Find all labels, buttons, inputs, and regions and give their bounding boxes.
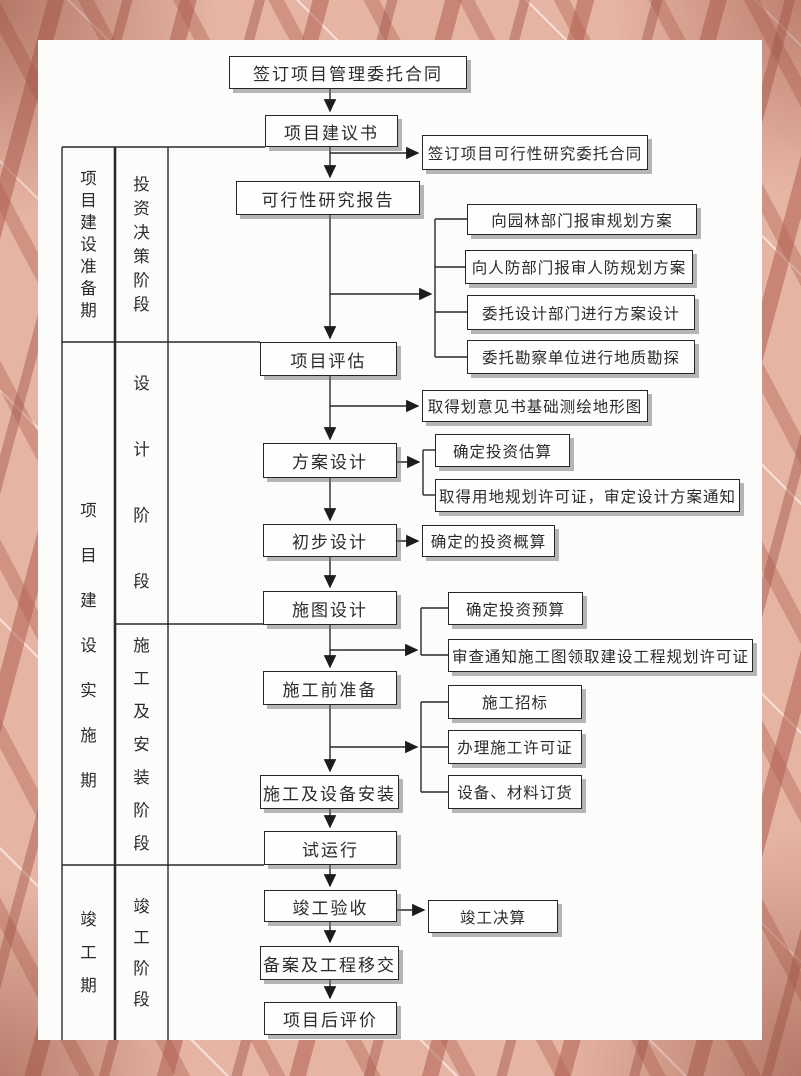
main-step-box: 项目建议书: [265, 115, 398, 147]
stage-label: 投资决策阶段: [115, 147, 168, 342]
main-step-box: 备案及工程移交: [260, 946, 399, 980]
stage-label: 竣工阶段: [115, 865, 168, 1040]
main-step-box: 项目评估: [260, 342, 397, 376]
side-output-box: 确定投资估算: [435, 434, 570, 467]
side-output-box: 向园林部门报审规划方案: [467, 204, 697, 235]
stage-label-text: 设计阶段: [133, 374, 150, 591]
side-output-box: 设备、材料订货: [448, 775, 582, 809]
period-label-text: 项目建设实施期: [80, 501, 97, 790]
stage-label-text: 施工及安装阶段: [133, 636, 150, 853]
main-step-box: 初步设计: [263, 524, 397, 557]
side-output-box: 审查通知施工图领取建设工程规划许可证: [448, 639, 753, 672]
side-output-box: 取得用地规划许可证，审定设计方案通知: [435, 479, 740, 512]
main-step-box: 试运行: [264, 831, 397, 865]
main-step-box: 项目后评价: [264, 1002, 397, 1035]
stage-label: 设计阶段: [115, 342, 168, 624]
side-output-box: 施工招标: [448, 685, 582, 719]
main-step-box: 施图设计: [263, 591, 397, 625]
stage-label-text: 竣工阶段: [133, 896, 150, 1009]
main-step-box: 竣工验收: [264, 890, 397, 922]
side-output-box: 办理施工许可证: [448, 730, 582, 764]
stage-label-text: 投资决策阶段: [133, 174, 150, 314]
flowchart-panel: 签订项目管理委托合同 项目建议书 可行性研究报告 项目评估 方案设计 初步设计 …: [38, 40, 762, 1040]
side-output-box: 签订项目可行性研究委托合同: [422, 135, 648, 170]
main-step-box: 施工及设备安装: [260, 775, 399, 809]
main-step-box: 施工前准备: [263, 671, 397, 705]
stage-label: 施工及安装阶段: [115, 624, 168, 865]
period-label: 项目建设实施期: [62, 384, 115, 907]
side-output-box: 确定投资预算: [448, 592, 583, 625]
period-label-text: 项目建设准备期: [80, 168, 97, 320]
side-output-box: 委托勘察单位进行地质勘探: [467, 340, 695, 374]
period-label: 竣工期: [62, 865, 115, 1040]
side-output-box: 委托设计部门进行方案设计: [467, 295, 695, 330]
side-output-box: 竣工决算: [428, 900, 558, 933]
side-output-box: 向人防部门报审人防规划方案: [465, 250, 693, 284]
side-output-box: 确定的投资概算: [422, 525, 555, 557]
period-label-text: 竣工期: [80, 910, 97, 995]
period-label: 项目建设准备期: [62, 147, 115, 342]
main-step-box: 签订项目管理委托合同: [229, 56, 467, 89]
side-output-box: 取得划意见书基础测绘地形图: [422, 390, 648, 422]
main-step-box: 方案设计: [263, 443, 397, 478]
main-step-box: 可行性研究报告: [236, 181, 420, 215]
